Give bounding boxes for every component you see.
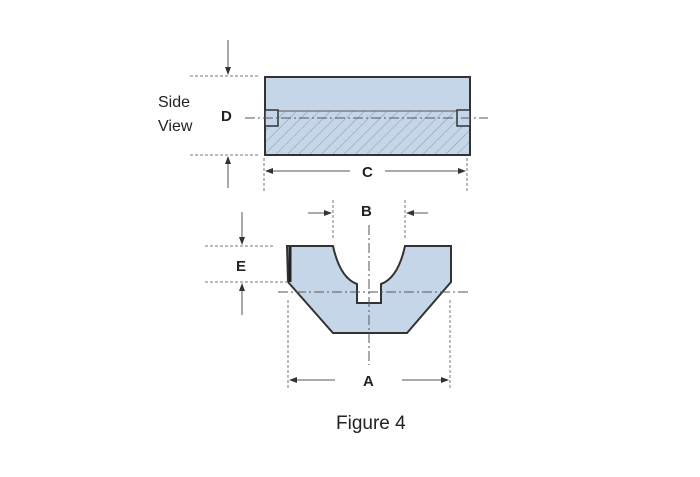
side-view-label-1: Side: [158, 94, 190, 111]
figure-caption: Figure 4: [336, 413, 406, 434]
front-view-body: [285, 245, 452, 334]
dimension-e-label: E: [236, 258, 246, 275]
side-view-hatched-section: [266, 111, 469, 154]
dimension-b-label: B: [361, 203, 372, 220]
side-view: Side View D C: [158, 40, 488, 192]
front-view: B E A: [205, 200, 470, 390]
side-view-label-2: View: [158, 118, 193, 135]
dimension-c-label: C: [362, 164, 373, 181]
dimension-a-label: A: [363, 373, 374, 390]
dimension-d-label: D: [221, 108, 232, 125]
